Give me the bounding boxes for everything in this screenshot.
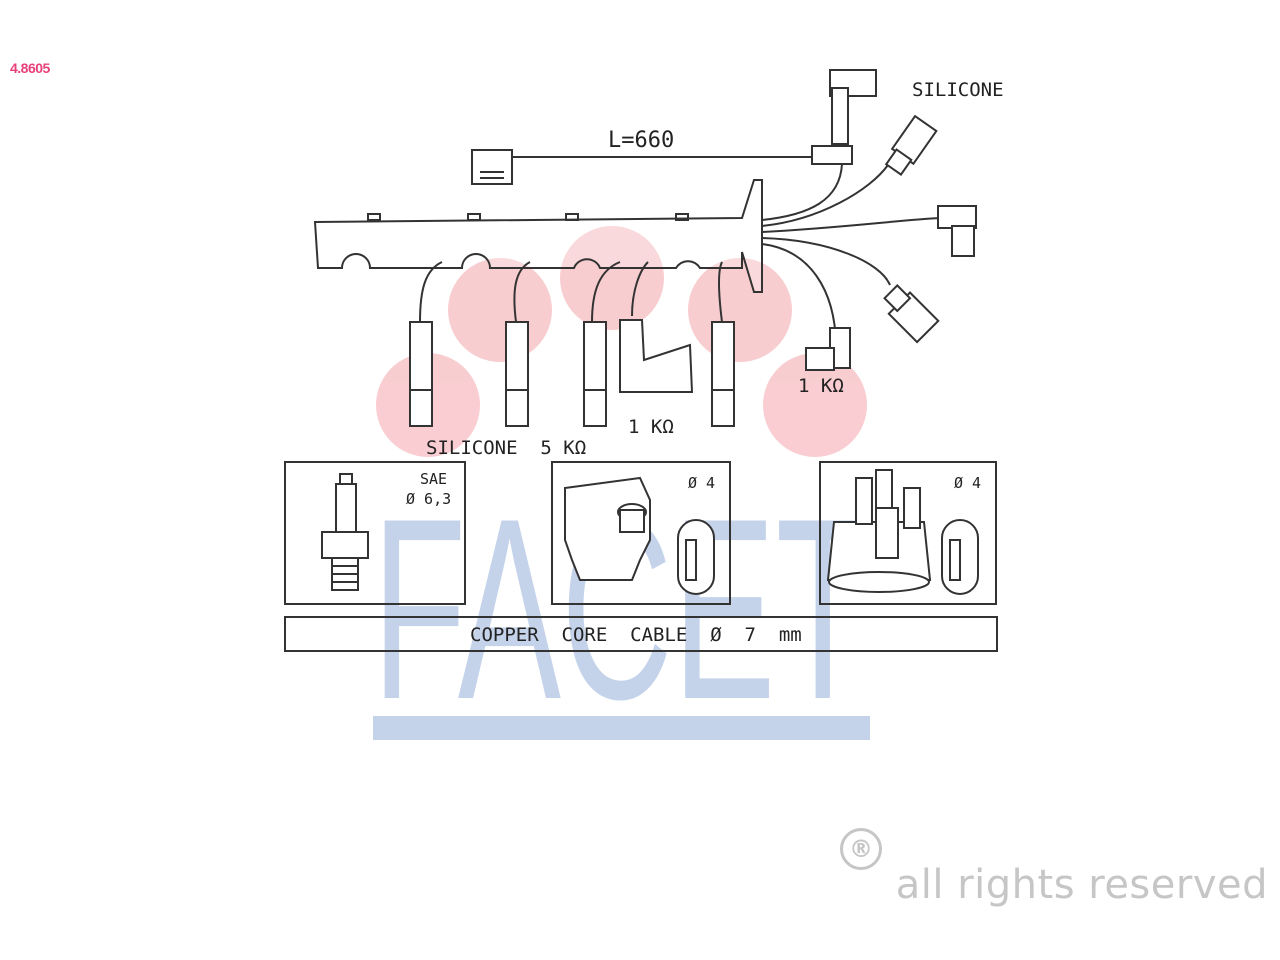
part-code: 4.8605 (10, 60, 50, 76)
spark-plug-diameter-label: Ø 6,3 (406, 490, 451, 508)
cable-spec-label: COPPER CORE CABLE Ø 7 mm (470, 624, 802, 646)
silicone-label-top: SILICONE (912, 79, 1004, 101)
registered-trademark-icon: ® (840, 828, 882, 870)
length-label: L=660 (608, 128, 674, 153)
distributor-diameter-label: Ø 4 (954, 474, 981, 492)
spark-plug-icon (321, 473, 369, 591)
cable-set-drawing (284, 69, 998, 652)
panel-coil (551, 461, 731, 605)
harness-rail (313, 179, 763, 293)
logo-underline (373, 716, 870, 740)
resistor-label-center: 1 KΩ (628, 416, 674, 438)
cable-spec-box (284, 616, 998, 652)
resistor-label-right: 1 KΩ (798, 375, 844, 397)
silicone-resistance-label: SILICONE 5 KΩ (426, 437, 586, 459)
copyright-notice: all rights reserved (895, 862, 1268, 908)
distributor-cap-icon (826, 469, 979, 595)
coil-diameter-label: Ø 4 (688, 474, 715, 492)
spark-plug-sae-label: SAE (420, 470, 447, 488)
panel-spark-plug (284, 461, 466, 605)
logo-circles (376, 226, 867, 457)
plug-boots (409, 319, 735, 427)
ignition-coil-icon (564, 476, 715, 595)
panel-distributor (819, 461, 997, 605)
